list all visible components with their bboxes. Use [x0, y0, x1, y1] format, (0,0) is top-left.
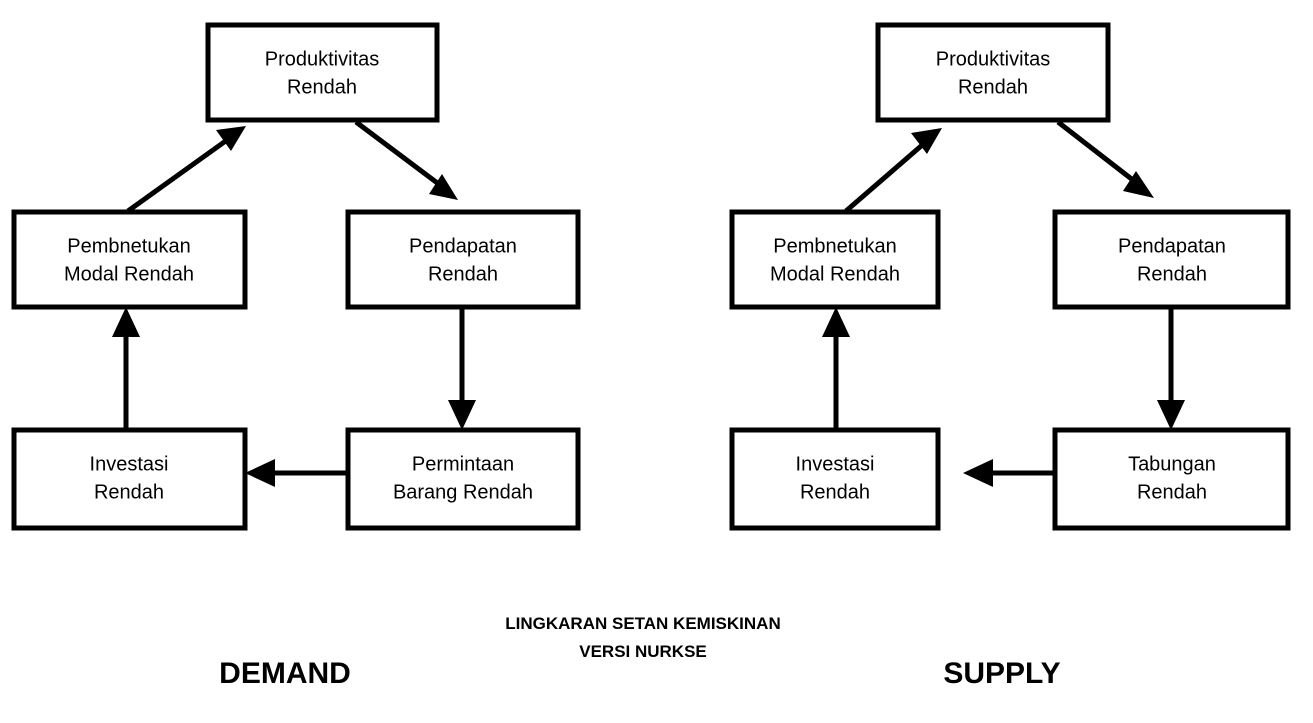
left-edge-pendapatan-to-permintaan	[448, 307, 476, 430]
right-edge-tabungan-to-investasi	[963, 459, 1055, 487]
right-node-pendapatan[interactable]: Pendapatan Rendah	[1052, 209, 1291, 310]
right-node-produktivitas-line2: Rendah	[958, 76, 1028, 98]
left-cycle-caption-demand: DEMAND	[219, 657, 351, 690]
right-node-produktivitas-line1: Produktivitas	[936, 48, 1051, 70]
left-node-pembnetukan-modal-line1: Pembnetukan	[67, 235, 190, 257]
left-node-pendapatan-line1: Pendapatan	[409, 235, 517, 257]
right-node-tabungan-line2: Rendah	[1137, 481, 1207, 503]
left-edge-produktivitas-to-pendapatan	[354, 120, 458, 200]
left-node-pembnetukan-modal-line2: Modal Rendah	[64, 263, 194, 285]
right-node-investasi[interactable]: Investasi Rendah	[729, 427, 941, 531]
right-cycle-caption-supply: SUPPLY	[943, 657, 1060, 690]
right-node-investasi-line1: Investasi	[796, 453, 875, 475]
left-node-permintaan-barang[interactable]: Permintaan Barang Rendah	[345, 427, 581, 531]
left-node-pendapatan[interactable]: Pendapatan Rendah	[345, 209, 581, 310]
left-node-produktivitas-line2: Rendah	[287, 76, 357, 98]
right-node-produktivitas[interactable]: Produktivitas Rendah	[875, 22, 1111, 123]
left-node-permintaan-barang-line1: Permintaan	[412, 453, 514, 475]
left-node-investasi-line1: Investasi	[90, 453, 169, 475]
left-node-pendapatan-line2: Rendah	[428, 263, 498, 285]
left-node-investasi-line2: Rendah	[94, 481, 164, 503]
right-edge-modal-to-produktivitas	[844, 128, 942, 213]
right-node-pembnetukan-modal[interactable]: Pembnetukan Modal Rendah	[729, 209, 941, 310]
right-node-tabungan[interactable]: Tabungan Rendah	[1052, 427, 1291, 531]
right-node-pendapatan-line1: Pendapatan	[1118, 235, 1226, 257]
right-node-pendapatan-line2: Rendah	[1137, 263, 1207, 285]
left-node-produktivitas-line1: Produktivitas	[265, 48, 380, 70]
left-node-pembnetukan-modal[interactable]: Pembnetukan Modal Rendah	[11, 209, 248, 310]
right-edge-produktivitas-to-pendapatan	[1056, 120, 1154, 198]
right-cycle-group: Produktivitas Rendah Pembnetukan Modal R…	[729, 22, 1291, 531]
right-edge-pendapatan-to-tabungan	[1157, 307, 1185, 430]
left-cycle-group: Produktivitas Rendah Pembnetukan Modal R…	[11, 22, 581, 531]
right-edge-investasi-to-modal	[822, 307, 850, 430]
left-node-investasi[interactable]: Investasi Rendah	[11, 427, 248, 531]
right-node-pembnetukan-modal-line1: Pembnetukan	[773, 235, 896, 257]
figure-title-line2: VERSI NURKSE	[579, 642, 707, 661]
right-node-tabungan-line1: Tabungan	[1128, 453, 1216, 475]
left-edge-permintaan-to-investasi	[245, 459, 348, 487]
left-node-produktivitas[interactable]: Produktivitas Rendah	[205, 22, 440, 123]
caption-group: LINGKARAN SETAN KEMISKINAN VERSI NURKSE …	[219, 614, 1060, 690]
left-node-permintaan-barang-line2: Barang Rendah	[393, 481, 533, 503]
figure-title-line1: LINGKARAN SETAN KEMISKINAN	[505, 614, 780, 633]
right-node-investasi-line2: Rendah	[800, 481, 870, 503]
left-edge-modal-to-produktivitas	[126, 126, 246, 214]
left-edge-investasi-to-modal	[112, 307, 140, 430]
right-node-pembnetukan-modal-line2: Modal Rendah	[770, 263, 900, 285]
